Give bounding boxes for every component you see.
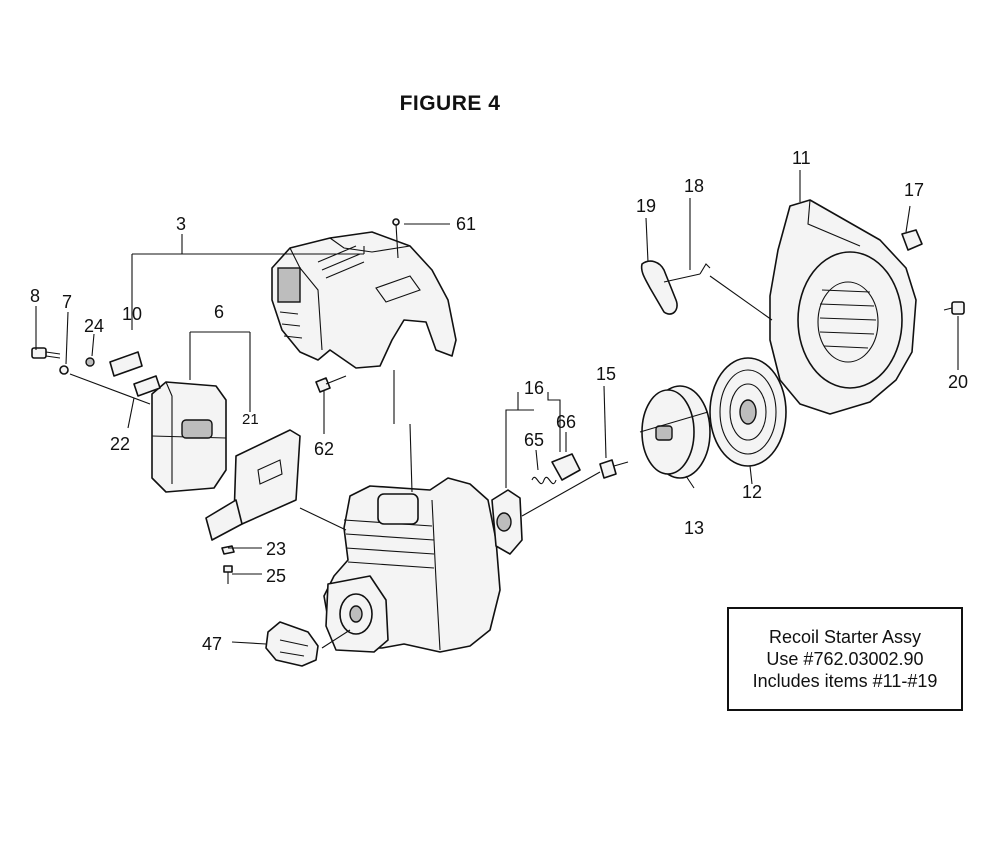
callout-10: 10 [122,304,142,324]
callout-20: 20 [948,372,968,392]
callout-17: 17 [904,180,924,200]
callout-21: 21 [242,411,259,428]
callout-19: 19 [636,196,656,216]
muffler [151,381,227,493]
note-line-3: Includes items #11-#19 [752,671,938,691]
recoil-starter-note: Recoil Starter Assy Use #762.03002.90 In… [727,607,963,711]
heat-shield [205,429,301,541]
callout-23: 23 [266,539,286,559]
callout-12: 12 [742,482,762,502]
callout-47: 47 [202,634,222,654]
callout-13: 13 [684,518,704,538]
callout-16: 16 [524,378,544,398]
callout-61: 61 [456,214,476,234]
callout-6: 6 [214,302,224,322]
callout-11: 11 [792,148,811,168]
callout-62: 62 [314,439,334,459]
callout-22: 22 [110,434,130,454]
starter-handle [640,260,711,315]
callout-3: 3 [176,214,186,234]
recoil-spring [709,357,787,467]
callout-66: 66 [556,412,576,432]
callout-8: 8 [30,286,40,306]
figure-title: FIGURE 4 [399,92,501,115]
callout-15: 15 [596,364,616,384]
leader-lines [35,170,959,649]
fasteners-left [31,218,400,584]
clutch-shoes [265,621,319,667]
small-parts-right [901,229,965,315]
bolt-15 [599,459,629,479]
engine-block [323,423,501,653]
callout-labels: 3 61 8 7 24 10 6 21 22 62 23 25 47 16 65… [30,148,968,654]
note-line-2: Use #762.03002.90 [766,649,924,669]
engine-cover [271,231,457,369]
callout-24: 24 [84,316,104,336]
ignition-parts [491,453,581,555]
callout-65: 65 [524,430,544,450]
starter-housing [769,199,917,415]
note-line-1: Recoil Starter Assy [768,627,922,647]
exhaust-plate-and-gasket [109,351,161,397]
callout-18: 18 [684,176,704,196]
callout-25: 25 [266,566,286,586]
callout-7: 7 [62,292,72,312]
starter-pulley [641,385,711,479]
